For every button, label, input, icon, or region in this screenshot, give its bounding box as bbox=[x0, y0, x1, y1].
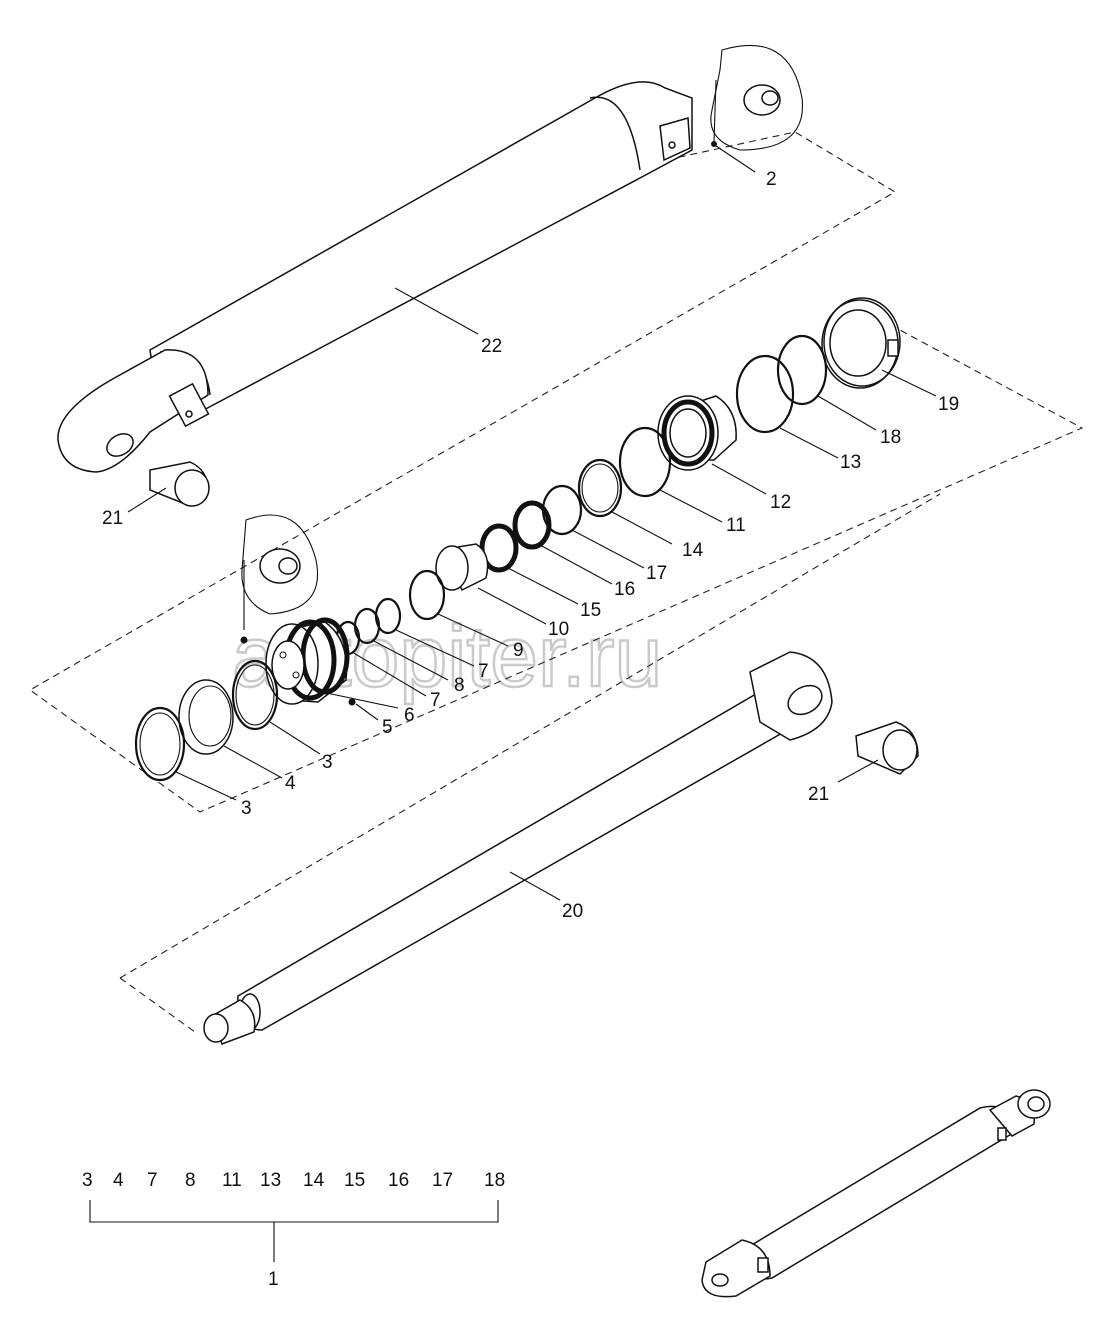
kit-item: 8 bbox=[185, 1170, 196, 1191]
kit-item: 15 bbox=[344, 1170, 365, 1191]
ring-9 bbox=[408, 569, 509, 647]
callout-15: 15 bbox=[580, 600, 601, 621]
ring-3-right bbox=[231, 659, 321, 755]
ring-15 bbox=[479, 523, 579, 605]
kit-item-list: 3 4 7 8 11 13 14 15 16 17 18 bbox=[82, 1170, 505, 1191]
callout-21-bottom: 21 bbox=[808, 784, 829, 805]
leader-22 bbox=[394, 287, 479, 335]
ring-11 bbox=[618, 426, 723, 523]
callout-1: 1 bbox=[268, 1269, 279, 1290]
kit-item: 3 bbox=[82, 1170, 93, 1191]
callout-7-right: 7 bbox=[478, 661, 489, 682]
ring-18 bbox=[776, 334, 877, 431]
callout-17: 17 bbox=[646, 563, 667, 584]
ring-17 bbox=[541, 484, 645, 569]
callout-3-left: 3 bbox=[241, 798, 252, 819]
cylinder-tube bbox=[57, 81, 693, 473]
assembly-dashed-lines bbox=[28, 131, 1084, 1033]
callout-20: 20 bbox=[562, 901, 583, 922]
ring-16 bbox=[512, 500, 613, 585]
callout-14: 14 bbox=[682, 540, 704, 561]
piston-rod-20 bbox=[203, 651, 833, 1045]
kit-item: 4 bbox=[113, 1170, 124, 1191]
callout-13: 13 bbox=[840, 452, 861, 473]
callout-5: 5 bbox=[382, 717, 393, 738]
callout-4: 4 bbox=[285, 773, 296, 794]
kit-bracket bbox=[89, 1200, 499, 1262]
callout-6: 6 bbox=[404, 705, 415, 726]
callout-9: 9 bbox=[513, 640, 524, 661]
ring-13 bbox=[735, 354, 839, 459]
bushing-21-top bbox=[127, 461, 210, 513]
callout-7-left: 7 bbox=[430, 690, 441, 711]
callout-22: 22 bbox=[481, 336, 502, 357]
kit-item: 16 bbox=[388, 1170, 409, 1191]
callout-16: 16 bbox=[614, 579, 635, 600]
callout-labels: 2 22 19 18 13 12 11 21 14 17 16 15 10 9 … bbox=[102, 169, 959, 1290]
ring-4 bbox=[178, 679, 283, 779]
kit-item: 18 bbox=[484, 1170, 505, 1191]
ring-3-left bbox=[134, 706, 237, 801]
callout-8: 8 bbox=[454, 675, 465, 696]
callout-18: 18 bbox=[880, 427, 901, 448]
callout-2: 2 bbox=[766, 169, 777, 190]
callout-3-right: 3 bbox=[322, 752, 333, 773]
ring-14 bbox=[577, 458, 673, 545]
callout-10: 10 bbox=[548, 619, 569, 640]
ball-5 bbox=[348, 698, 379, 721]
kit-item: 11 bbox=[222, 1170, 242, 1191]
gland-nut-19 bbox=[821, 297, 937, 397]
grease-fitting-2 bbox=[710, 44, 804, 173]
callout-12: 12 bbox=[770, 492, 791, 513]
callout-11: 11 bbox=[726, 515, 746, 536]
piston-6 bbox=[265, 617, 399, 709]
kit-item: 14 bbox=[303, 1170, 325, 1191]
rod-boss-bubble bbox=[240, 514, 318, 644]
kit-item: 13 bbox=[260, 1170, 281, 1191]
rod-guide-12 bbox=[657, 395, 767, 495]
callout-21-top: 21 bbox=[102, 508, 123, 529]
callout-19: 19 bbox=[938, 394, 959, 415]
assembled-cylinder-thumbnail bbox=[701, 1089, 1051, 1298]
kit-item: 7 bbox=[147, 1170, 158, 1191]
bushing-21-bottom bbox=[837, 721, 919, 783]
kit-item: 17 bbox=[432, 1170, 453, 1191]
wear-ring-10 bbox=[435, 543, 547, 625]
